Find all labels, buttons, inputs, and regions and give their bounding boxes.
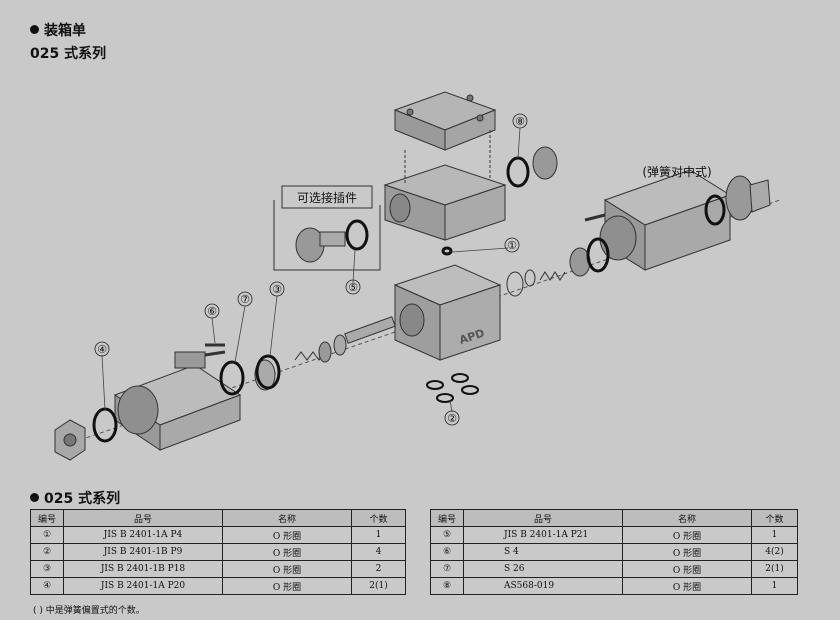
optional-insert-label: 可选接插件 xyxy=(297,190,357,205)
col-header-qty: 个数 xyxy=(751,509,798,527)
cell-qty: 1 xyxy=(751,526,798,544)
cell-number: ① xyxy=(30,526,64,544)
callout-1: ① xyxy=(507,239,517,252)
col-header-part-no: 品号 xyxy=(63,509,223,527)
cell-part-no: S 4 xyxy=(463,543,623,561)
small-bolts xyxy=(204,213,606,357)
cell-part-no: JIS B 2401-1A P4 xyxy=(63,526,223,544)
cell-number: ⑧ xyxy=(430,577,464,595)
left-spring-assembly xyxy=(254,316,396,391)
cell-qty: 4(2) xyxy=(751,543,798,561)
left-solenoid xyxy=(113,351,242,451)
cell-number: ④ xyxy=(30,577,64,595)
cell-part-no: JIS B 2401-1A P21 xyxy=(463,526,623,544)
packing-list-title: 装箱单 xyxy=(44,23,86,39)
cell-name: O 形圈 xyxy=(622,577,752,595)
callout-numbers: ① ② ③ ④ ⑤ ⑥ ⑦ ⑧ xyxy=(94,113,528,426)
cell-number: ⑥ xyxy=(430,543,464,561)
cell-part-no: JIS B 2401-1B P9 xyxy=(63,543,223,561)
cell-number: ⑦ xyxy=(430,560,464,578)
parts-table-right: 编号 品号 名称 个数 ⑤ JIS B 2401-1A P21 O 形圈 1 ⑥… xyxy=(430,509,798,595)
table-heading-title: 025 式系列 xyxy=(44,491,121,507)
pilot-body xyxy=(383,130,507,241)
cell-qty: 2 xyxy=(351,560,406,578)
cell-part-no: JIS B 2401-1B P18 xyxy=(63,560,223,578)
col-header-qty: 个数 xyxy=(351,509,406,527)
table-row: ③ JIS B 2401-1B P18 O 形圈 2 xyxy=(30,560,406,578)
col-header-number: 编号 xyxy=(30,509,64,527)
callout-4: ④ xyxy=(97,343,107,356)
cell-name: O 形圈 xyxy=(622,526,752,544)
right-solenoid xyxy=(599,169,732,271)
cell-part-no: JIS B 2401-1A P20 xyxy=(63,577,223,595)
exploded-view-diagram: ① ② ③ ④ ⑤ ⑥ ⑦ ⑧ 可选接插件 (弹簧对中式) APD xyxy=(54,91,781,461)
table-header-row: 编号 品号 名称 个数 xyxy=(30,509,406,527)
cell-number: ③ xyxy=(30,560,64,578)
callout-2: ② xyxy=(447,412,457,425)
cell-name: O 形圈 xyxy=(222,577,352,595)
cell-name: O 形圈 xyxy=(222,560,352,578)
col-header-name: 名称 xyxy=(222,509,352,527)
optional-insert-label-box xyxy=(281,185,373,209)
cell-number: ② xyxy=(30,543,64,561)
bottom-o-rings xyxy=(426,373,479,403)
bullet-icon xyxy=(30,493,39,502)
cell-name: O 形圈 xyxy=(222,543,352,561)
table-row: ⑥ S 4 O 形圈 4(2) xyxy=(430,543,798,561)
table-row: ⑤ JIS B 2401-1A P21 O 形圈 1 xyxy=(430,526,798,544)
callout-6: ⑥ xyxy=(207,305,217,318)
col-header-name: 名称 xyxy=(622,509,752,527)
cell-qty: 1 xyxy=(351,526,406,544)
bullet-icon xyxy=(30,25,39,34)
cell-qty: 2(1) xyxy=(351,577,406,595)
right-end-nut xyxy=(725,175,771,221)
cell-qty: 2(1) xyxy=(751,560,798,578)
series-heading: 025 式系列 xyxy=(30,46,107,62)
left-end-cap xyxy=(54,419,86,461)
cell-name: O 形圈 xyxy=(222,526,352,544)
callout-7: ⑦ xyxy=(240,293,250,306)
plug-fitting xyxy=(532,146,558,180)
footnote: ( ) 中是弹簧偏置式的个数。 xyxy=(33,606,145,616)
cell-name: O 形圈 xyxy=(622,543,752,561)
table-heading: 025 式系列 xyxy=(30,488,120,508)
callout-8: ⑧ xyxy=(515,115,525,128)
callout-5: ⑤ xyxy=(348,281,358,294)
col-header-part-no: 品号 xyxy=(463,509,623,527)
col-header-number: 编号 xyxy=(430,509,464,527)
parts-table-left: 编号 品号 名称 个数 ① JIS B 2401-1A P4 O 形圈 1 ② … xyxy=(30,509,406,595)
table-row: ① JIS B 2401-1A P4 O 形圈 1 xyxy=(30,526,406,544)
table-row: ⑦ S 26 O 形圈 2(1) xyxy=(430,560,798,578)
top-cover xyxy=(393,91,497,151)
cell-part-no: S 26 xyxy=(463,560,623,578)
table-row: ⑧ AS568-019 O 形圈 1 xyxy=(430,577,798,595)
table-row: ② JIS B 2401-1B P9 O 形圈 4 xyxy=(30,543,406,561)
packing-list-heading: 装箱单 xyxy=(30,20,86,40)
cell-qty: 4 xyxy=(351,543,406,561)
table-row: ④ JIS B 2401-1A P20 O 形圈 2(1) xyxy=(30,577,406,595)
cell-name: O 形圈 xyxy=(622,560,752,578)
callout-3: ③ xyxy=(272,283,282,296)
right-spring-assembly xyxy=(506,247,591,297)
spring-centered-label: (弹簧对中式) xyxy=(642,164,711,179)
cell-qty: 1 xyxy=(751,577,798,595)
optional-insert-box xyxy=(273,200,381,271)
cell-number: ⑤ xyxy=(430,526,464,544)
leader-lines xyxy=(101,127,521,413)
main-valve-body xyxy=(393,264,502,361)
table-header-row: 编号 品号 名称 个数 xyxy=(430,509,798,527)
cell-part-no: AS568-019 xyxy=(463,577,623,595)
